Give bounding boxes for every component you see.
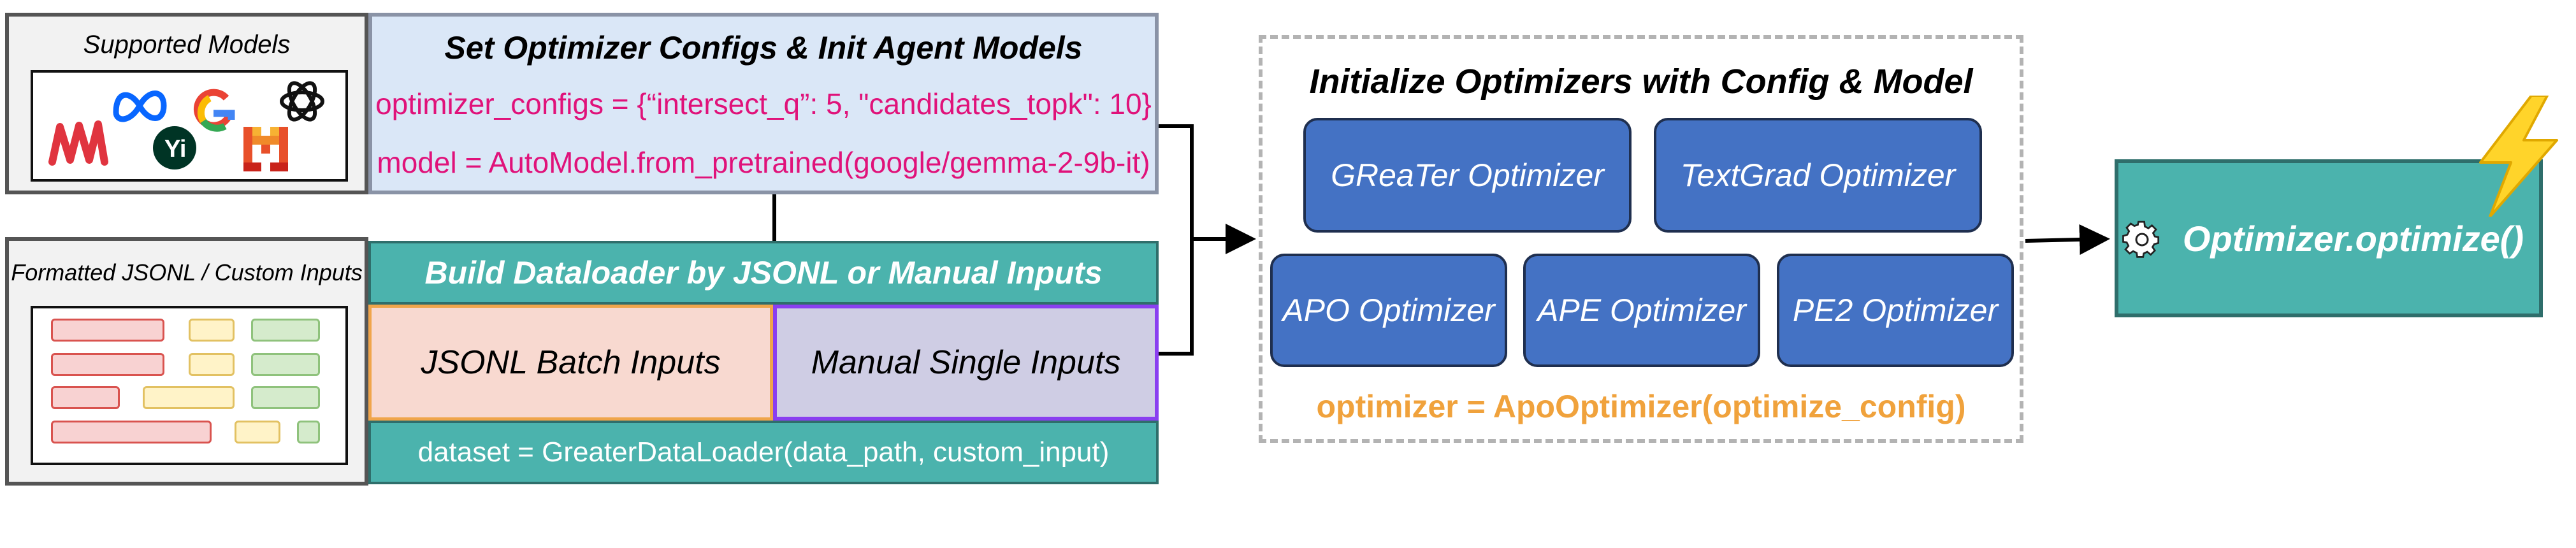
optimize-box [2115, 159, 2543, 317]
config-panel [368, 13, 1159, 194]
dataloader-header [368, 241, 1159, 305]
init-to-final-arrow [2025, 224, 2110, 255]
config-title: Set Optimizer Configs & Init Agent Model… [444, 30, 1083, 66]
apo-optimizer-box: APO Optimizer [1270, 254, 1507, 367]
google-logo [193, 89, 235, 132]
svg-text:Yi: Yi [164, 136, 187, 162]
apo-optimizer-code: optimizer = ApoOptimizer(optimize_config… [1316, 389, 1966, 424]
input-pill [51, 386, 120, 409]
dataloader-code: dataset = GreaterDataLoader(data_path, c… [368, 421, 1159, 484]
input-pill [251, 386, 320, 409]
model-init-code: model = AutoModel.from_pretrained(google… [377, 146, 1150, 179]
input-rows-box [31, 306, 348, 465]
optimize-label: Optimizer.optimize() [2182, 218, 2524, 259]
init-optimizers-panel [1259, 35, 2023, 443]
greater-optimizer-box: GReaTer Optimizer [1303, 118, 1632, 233]
mistral-m-logo [243, 127, 288, 171]
manual-single-inputs: Manual Single Inputs [773, 305, 1159, 421]
gear-icon [2122, 220, 2160, 258]
supported-models-title: Supported Models [83, 30, 291, 59]
lightning-icon [2479, 96, 2558, 217]
input-pill [143, 386, 235, 409]
model-logos: Yi [48, 81, 324, 171]
input-pill [51, 319, 164, 342]
yi-logo: Yi [153, 126, 196, 169]
model-logos-box: Yi [31, 70, 348, 182]
input-pill [235, 421, 280, 443]
pe2-optimizer-box: PE2 Optimizer [1777, 254, 2014, 367]
input-pill [189, 319, 235, 342]
input-pill [297, 421, 320, 443]
input-pill [189, 353, 235, 376]
textgrad-optimizer-box: TextGrad Optimizer [1654, 118, 1982, 233]
init-optimizers-title: Initialize Optimizers with Config & Mode… [1309, 62, 1973, 101]
meta-logo [113, 90, 167, 122]
ape-optimizer-box: APE Optimizer [1523, 254, 1760, 367]
input-pill [251, 353, 320, 376]
jsonl-batch-inputs: JSONL Batch Inputs [368, 305, 773, 421]
input-pill [51, 421, 212, 443]
input-pill [251, 319, 320, 342]
merge-to-init-arrow [1159, 124, 1252, 356]
mistral-logo [48, 120, 108, 166]
formatted-inputs-title: Formatted JSONL / Custom Inputs [11, 259, 363, 285]
input-pill [51, 353, 164, 376]
dataloader-title: Build Dataloader by JSONL or Manual Inpu… [424, 255, 1103, 291]
openai-logo [280, 81, 324, 122]
optimizer-configs-code: optimizer_configs = {“intersect_q”: 5, "… [375, 87, 1152, 120]
